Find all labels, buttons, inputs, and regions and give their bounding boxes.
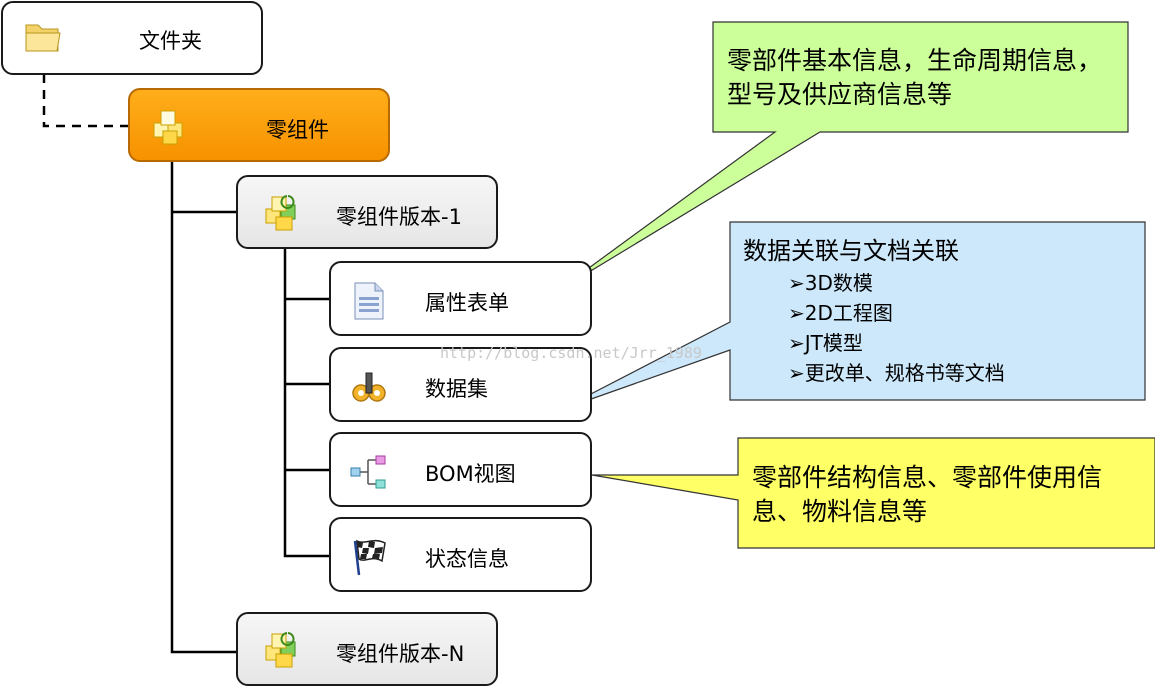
revision-1-label: 零组件版本-1 — [336, 205, 462, 229]
blue-callout-item: ➢3D数模 — [788, 271, 873, 295]
checkered-flag-icon — [353, 539, 386, 576]
yellow-callout-text: 零部件结构信息、零部件使用信息、物料信息等 — [752, 463, 1103, 526]
dataset-label: 数据集 — [425, 377, 488, 401]
status-node[interactable]: 状态信息 — [329, 517, 592, 592]
revision-n-label: 零组件版本-N — [336, 642, 465, 666]
blue-callout-item: ➢更改单、规格书等文档 — [788, 361, 1005, 385]
blue-callout-list: ➢3D数模 ➢2D工程图 ➢JT模型 ➢更改单、规格书等文档 — [788, 268, 1005, 388]
part-label: 零组件 — [266, 118, 329, 142]
folder-to-part-connector — [42, 74, 132, 128]
dataset-node[interactable]: 数据集 — [329, 347, 592, 422]
form-label: 属性表单 — [425, 291, 509, 315]
green-callout-text: 零部件基本信息，生命周期信息，型号及供应商信息等 — [727, 46, 1103, 109]
form-node[interactable]: 属性表单 — [329, 261, 592, 336]
revision-cubes-icon — [265, 195, 296, 231]
blue-callout-item: ➢JT模型 — [788, 331, 863, 355]
dataset-gears-icon — [352, 372, 386, 402]
revision-1-node[interactable]: 零组件版本-1 — [236, 175, 498, 249]
part-cubes-icon — [153, 110, 183, 145]
blue-callout-title: 数据关联与文档关联 — [743, 237, 959, 265]
yellow-callout-shape — [591, 437, 1155, 549]
blue-callout-item: ➢2D工程图 — [788, 301, 893, 325]
watermark: http://blog.csdn.net/Jrr_1989 — [440, 344, 702, 362]
revision-n-node[interactable]: 零组件版本-N — [236, 612, 498, 686]
green-callout-shape — [555, 21, 1129, 293]
form-document-icon — [354, 282, 384, 320]
part-node[interactable]: 零组件 — [128, 88, 390, 162]
revision-cubes-icon — [265, 632, 296, 668]
status-label: 状态信息 — [425, 547, 509, 571]
part-trunk-connector — [170, 160, 240, 654]
bom-view-label: BOM视图 — [425, 462, 516, 486]
folder-node[interactable]: 文件夹 — [1, 1, 263, 75]
revision-trunk-connector — [283, 232, 333, 558]
folder-icon — [25, 24, 61, 52]
folder-label: 文件夹 — [139, 29, 202, 53]
blue-callout-shape — [559, 221, 1146, 411]
bom-tree-icon — [350, 455, 386, 489]
bom-view-node[interactable]: BOM视图 — [329, 432, 592, 507]
